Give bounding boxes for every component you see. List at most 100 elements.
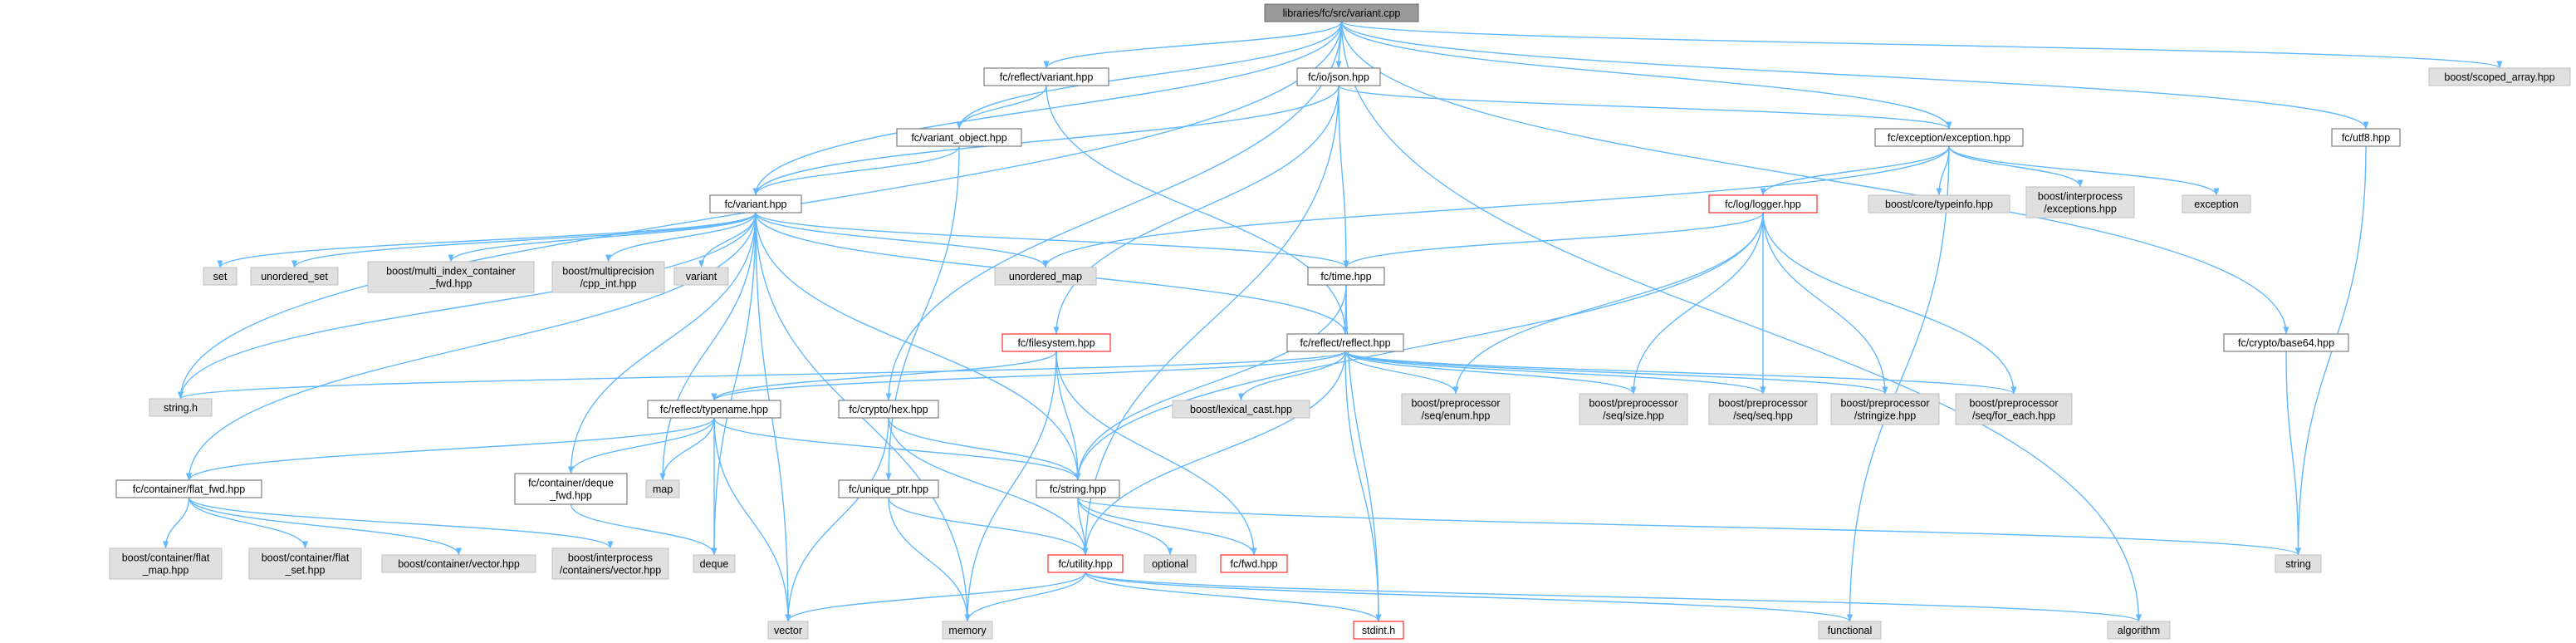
node-label: fc/fwd.hpp <box>1231 558 1278 570</box>
node-box <box>693 554 736 573</box>
node-box <box>2025 186 2135 218</box>
node-reflect-variant[interactable]: fc/reflect/variant.hpp <box>983 67 1109 86</box>
node-set[interactable]: set <box>203 267 238 286</box>
node-crypto-base64[interactable]: fc/crypto/base64.hpp <box>2223 333 2349 352</box>
node-label: fc/crypto/base64.hpp <box>2238 337 2334 349</box>
edge-string_hpp-to-optional <box>1077 497 1173 556</box>
edge-flat_fwd-to-flat_map <box>163 497 190 549</box>
node-box <box>551 547 669 580</box>
node-label: variant <box>686 271 717 282</box>
node-seq-for-each[interactable]: boost/preprocessor/seq/for_each.hpp <box>1955 393 2073 425</box>
node-flat-fwd[interactable]: fc/container/flat_fwd.hpp <box>115 479 262 498</box>
node-label: functional <box>1828 625 1873 636</box>
node-interprocess-exceptions[interactable]: boost/interprocess/exceptions.hpp <box>2025 186 2135 218</box>
node-box <box>673 267 729 286</box>
node-label: fc/container/flat_fwd.hpp <box>133 483 246 495</box>
node-scoped-array[interactable]: boost/scoped_array.hpp <box>2428 67 2571 86</box>
node-container-vector[interactable]: boost/container/vector.hpp <box>381 554 536 573</box>
node-box <box>109 547 223 580</box>
edge-crypto_base64-to-std_string <box>2285 351 2301 556</box>
node-std-variant[interactable]: variant <box>673 267 729 286</box>
node-label: /exceptions.hpp <box>2044 204 2117 215</box>
edge-exception-to-unordered_map <box>1042 145 1950 268</box>
node-seq-enum[interactable]: boost/preprocessor/seq/enum.hpp <box>1401 393 1511 425</box>
edge-flat_fwd-to-interprocess_vector <box>188 497 614 549</box>
edge-time_hpp-to-string_hpp <box>1075 284 1347 481</box>
node-box <box>2107 621 2171 640</box>
node-time-hpp[interactable]: fc/time.hpp <box>1307 267 1385 286</box>
node-unordered-set[interactable]: unordered_set <box>250 267 339 286</box>
node-std-memory[interactable]: memory <box>942 621 993 640</box>
edge-variant_cpp-to-crypto_base64 <box>1340 21 2290 335</box>
node-string-h[interactable]: string.h <box>149 398 213 417</box>
edge-variant_object-to-variant_hpp <box>752 145 960 196</box>
node-unordered-map[interactable]: unordered_map <box>994 267 1097 286</box>
node-box <box>1002 333 1111 352</box>
node-logger[interactable]: fc/log/logger.hpp <box>1708 194 1818 214</box>
node-box <box>2223 333 2349 352</box>
edge-crypto_hex-to-std_vector <box>785 417 889 622</box>
edge-variant_hpp-to-deque_fwd <box>568 212 757 474</box>
node-deque-fwd[interactable]: fc/container/deque_fwd.hpp <box>514 473 628 505</box>
node-multi-index-fwd[interactable]: boost/multi_index_container_fwd.hpp <box>367 261 535 293</box>
edge-unique_ptr-to-std_memory <box>888 497 971 622</box>
node-variant-hpp[interactable]: fc/variant.hpp <box>709 194 802 214</box>
node-utility[interactable]: fc/utility.hpp <box>1047 554 1124 573</box>
node-variant-object[interactable]: fc/variant_object.hpp <box>896 128 1022 147</box>
node-variant-cpp[interactable]: libraries/fc/src/variant.cpp <box>1264 3 1419 22</box>
node-interprocess-vector[interactable]: boost/interprocess/containers/vector.hpp <box>551 547 669 580</box>
node-functional[interactable]: functional <box>1818 621 1882 640</box>
node-label: boost/container/vector.hpp <box>398 558 520 570</box>
node-box <box>115 479 262 498</box>
node-box <box>1868 194 2010 214</box>
node-cpp-int[interactable]: boost/multiprecision/cpp_int.hpp <box>551 261 665 293</box>
node-flat-set[interactable]: boost/container/flat_set.hpp <box>248 547 362 580</box>
edge-logger-to-time_hpp <box>1343 212 1764 268</box>
node-label: /seq/size.hpp <box>1603 410 1664 422</box>
node-string-hpp[interactable]: fc/string.hpp <box>1036 479 1120 498</box>
node-box <box>994 267 1097 286</box>
node-std-string[interactable]: string <box>2275 554 2322 573</box>
node-label: set <box>213 271 228 282</box>
node-box <box>983 67 1109 86</box>
edge-variant_cpp-to-exception <box>1340 21 1952 130</box>
node-std-deque[interactable]: deque <box>693 554 736 573</box>
node-std-exception[interactable]: exception <box>2182 194 2251 214</box>
node-label: boost/container/flat <box>122 552 210 564</box>
node-label: string.h <box>164 402 198 414</box>
edge-logger-to-stringize <box>1762 212 1888 395</box>
node-label: fc/reflect/variant.hpp <box>1000 71 1094 83</box>
node-filesystem[interactable]: fc/filesystem.hpp <box>1002 333 1111 352</box>
node-label: boost/scoped_array.hpp <box>2444 71 2554 83</box>
node-label: boost/lexical_cast.hpp <box>1190 404 1292 415</box>
node-flat-map[interactable]: boost/container/flat_map.hpp <box>109 547 223 580</box>
edge-filesystem-to-fwd_hpp <box>1055 351 1257 556</box>
node-unique-ptr[interactable]: fc/unique_ptr.hpp <box>838 479 939 498</box>
node-box <box>1818 621 1882 640</box>
node-lexical-cast[interactable]: boost/lexical_cast.hpp <box>1172 400 1310 419</box>
node-utf8[interactable]: fc/utf8.hpp <box>2331 128 2401 147</box>
node-box <box>1401 393 1511 425</box>
node-stdint[interactable]: stdint.h <box>1353 621 1404 640</box>
node-stringize[interactable]: boost/preprocessor/stringize.hpp <box>1830 393 1940 425</box>
node-label: optional <box>1152 558 1188 570</box>
node-seq-seq[interactable]: boost/preprocessor/seq/seq.hpp <box>1708 393 1818 425</box>
node-label: memory <box>948 625 987 636</box>
node-fwd-hpp[interactable]: fc/fwd.hpp <box>1220 554 1288 573</box>
node-std-vector[interactable]: vector <box>767 621 809 640</box>
node-algorithm[interactable]: algorithm <box>2107 621 2171 640</box>
edge-exception-to-interprocess_exceptions <box>1948 145 2084 188</box>
node-optional[interactable]: optional <box>1144 554 1197 573</box>
node-std-map[interactable]: map <box>645 479 680 498</box>
node-io-json[interactable]: fc/io/json.hpp <box>1296 67 1381 86</box>
node-crypto-hex[interactable]: fc/crypto/hex.hpp <box>838 400 939 419</box>
edge-variant_hpp-to-set <box>217 212 757 268</box>
edges-layer <box>163 21 2503 622</box>
node-reflect-reflect[interactable]: fc/reflect/reflect.hpp <box>1286 333 1404 352</box>
node-exception[interactable]: fc/exception/exception.hpp <box>1874 128 2024 147</box>
node-label: _fwd.hpp <box>549 490 592 502</box>
node-reflect-typename[interactable]: fc/reflect/typename.hpp <box>647 400 781 419</box>
node-label: unordered_map <box>1009 271 1082 282</box>
node-core-typeinfo[interactable]: boost/core/typeinfo.hpp <box>1868 194 2010 214</box>
node-seq-size[interactable]: boost/preprocessor/seq/size.hpp <box>1579 393 1688 425</box>
